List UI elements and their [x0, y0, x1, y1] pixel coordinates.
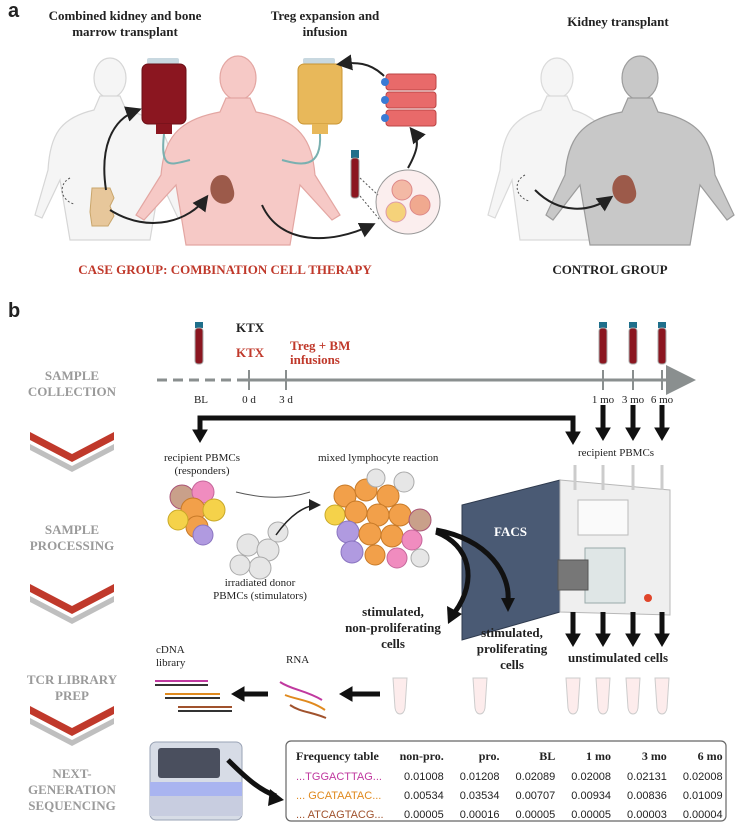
- frequency-table-frame: [285, 740, 727, 822]
- timeline-tubes: [194, 322, 667, 365]
- bone-marrow-bag: [141, 58, 191, 165]
- recipient-to-mlr-line: [235, 491, 311, 498]
- kidney-icon-recipient: [210, 175, 235, 204]
- cell-zoom: [359, 169, 441, 235]
- value-cell: 0.00005: [403, 808, 444, 821]
- blood-tube-a: [350, 150, 360, 199]
- panel-b-label: b: [8, 300, 21, 322]
- rna-strands: [279, 681, 327, 719]
- table-row: ... GCATAATAC... 0.00534 0.03534 0.00707…: [292, 786, 731, 805]
- value-cell: 0.02008: [571, 770, 612, 783]
- col-header: BL: [539, 748, 556, 763]
- value-cell: 0.00836: [627, 789, 667, 802]
- tick-0d: 0 d: [242, 394, 256, 406]
- treg-bag: [281, 58, 343, 165]
- value-cell: 0.00707: [515, 789, 556, 802]
- frequency-table-header: Frequency table non-pro. pro. BL 1 mo 3 …: [292, 745, 731, 767]
- rna-label: RNA: [286, 654, 310, 666]
- value-cell: 0.02131: [627, 770, 667, 783]
- mlr-cluster: [324, 468, 432, 569]
- timeline: [157, 365, 696, 395]
- tick-6mo: 6 mo: [650, 394, 674, 406]
- kidney-icon-control: [516, 174, 637, 212]
- value-cell: 0.02008: [682, 770, 723, 783]
- tick-3mo: 3 mo: [621, 394, 645, 406]
- facs-machine: [461, 465, 671, 641]
- value-cell: 0.03534: [459, 789, 500, 802]
- facs-output-arrows: [435, 527, 511, 614]
- frequency-table: Frequency table non-pro. pro. BL 1 mo 3 …: [292, 745, 731, 824]
- tick-1mo: 1 mo: [591, 394, 615, 406]
- value-cell: 0.00016: [459, 808, 500, 821]
- control-recipient-figure: [545, 55, 735, 246]
- recipient-figure: [135, 55, 341, 246]
- sequence-cell: ... GCATAATAC...: [296, 789, 382, 802]
- tick-3d: 3 d: [279, 394, 293, 406]
- mlr-label: mixed lymphocyte reaction: [318, 452, 439, 464]
- value-cell: 0.01208: [459, 770, 500, 783]
- control-group-label: CONTROL GROUP: [552, 262, 668, 277]
- value-cell: 0.01009: [682, 789, 723, 802]
- value-cell: 0.00004: [682, 808, 723, 821]
- recipient-pbmcs-right-label: recipient PBMCs: [578, 447, 655, 459]
- value-cell: 0.02089: [515, 770, 556, 783]
- sample-tubes: [392, 677, 670, 715]
- sequence-cell: ... ATCAGTACG...: [296, 808, 384, 821]
- donor-pbmc-cluster: [229, 521, 289, 580]
- recipient-pbmc-cluster: [167, 480, 226, 546]
- unstim-label: unstimulated cells: [568, 650, 669, 665]
- processing-arrows: [192, 405, 670, 445]
- panel-a-arrows: [103, 54, 426, 240]
- value-cell: 0.00005: [571, 808, 612, 821]
- facs-output-arrowheads: [447, 598, 515, 624]
- case-group-label: CASE GROUP: COMBINATION CELL THERAPY: [78, 262, 372, 277]
- tick-bl: BL: [193, 394, 209, 406]
- bone-marrow-icon: [61, 177, 115, 227]
- facs-label: FACS: [494, 524, 527, 539]
- kidney-transplant-title: Kidney transplant: [567, 14, 669, 29]
- sequencer: [149, 741, 243, 821]
- value-cell: 0.00934: [571, 789, 612, 802]
- ktx-label-red: KTX: [236, 345, 265, 360]
- col-header: non-pro.: [399, 748, 444, 763]
- col-header: 1 mo: [586, 748, 612, 763]
- sequence-cell: ...TGGACTTAG...: [296, 770, 382, 783]
- value-cell: 0.00534: [403, 789, 444, 802]
- col-header: 6 mo: [697, 748, 723, 763]
- library-arrows: [231, 686, 380, 702]
- ktx-label-black: KTX: [236, 320, 265, 335]
- panel-a-label: a: [8, 0, 20, 22]
- donor-to-mlr-arrow: [275, 499, 321, 536]
- table-row: ...TGGACTTAG... 0.01008 0.01208 0.02089 …: [292, 767, 731, 786]
- seq-to-table-arrowhead: [268, 789, 284, 806]
- culture-flasks: [381, 73, 437, 127]
- col-header: 3 mo: [641, 748, 667, 763]
- col-header: pro.: [478, 748, 500, 763]
- unstim-arrows: [565, 612, 670, 647]
- col-header: Frequency table: [296, 748, 379, 763]
- value-cell: 0.01008: [403, 770, 444, 783]
- cdna-strands: [155, 680, 232, 712]
- value-cell: 0.00005: [515, 808, 556, 821]
- step-chevrons: [30, 432, 114, 746]
- value-cell: 0.00003: [627, 808, 667, 821]
- table-row: ... ATCAGTACG... 0.00005 0.00016 0.00005…: [292, 805, 731, 824]
- recipient-pbmcs-label: recipient PBMCs(responders): [163, 452, 241, 477]
